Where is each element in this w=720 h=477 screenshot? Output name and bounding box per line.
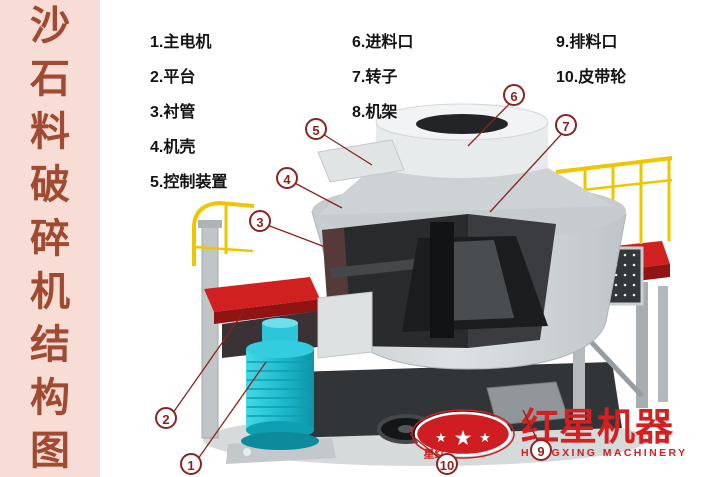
pump-housing xyxy=(317,291,373,359)
title-char: 机 xyxy=(30,267,70,315)
legend-item-4: 4.机壳 xyxy=(150,139,196,156)
title-char: 构 xyxy=(30,373,70,421)
left-railing xyxy=(192,200,255,266)
rotor xyxy=(402,222,548,338)
discharge-port xyxy=(486,381,569,426)
legend-item-2: 2.平台 xyxy=(150,69,196,86)
legend-column-1: 1.主电机 2.平台 3.衬管 4.机壳 5.控制装置 xyxy=(150,28,227,203)
logo-seal-text: 红星 xyxy=(422,448,445,460)
legend-column-3: 9.排料口 10.皮带轮 xyxy=(556,28,626,98)
logo-name-en: HONGXING MACHINERY xyxy=(521,447,688,459)
legend-item-1: 1.主电机 xyxy=(150,34,212,51)
brand-logo: ★ ★ ★ 红星 红星机器 HONGXING MACHINERY xyxy=(410,408,687,462)
vertical-title: 沙 石 料 破 碎 机 结 构 图 xyxy=(0,0,100,477)
legend-item-7: 7.转子 xyxy=(352,69,398,86)
star-icon: ★ xyxy=(479,430,491,445)
title-char: 料 xyxy=(30,108,70,156)
legend-item-3: 3.衬管 xyxy=(150,104,196,121)
title-char: 结 xyxy=(30,320,70,368)
legend-item-10: 10.皮带轮 xyxy=(556,69,627,86)
title-char: 石 xyxy=(30,55,70,103)
legend-item-9: 9.排料口 xyxy=(556,34,618,51)
title-char: 图 xyxy=(30,427,70,474)
star-icon: ★ xyxy=(454,427,473,450)
legend-item-6: 6.进料口 xyxy=(352,34,414,51)
legend-item-8: 8.机架 xyxy=(352,104,398,121)
logo-name-cn: 红星机器 xyxy=(521,404,674,449)
legend-column-2: 6.进料口 7.转子 8.机架 xyxy=(352,28,413,133)
title-char: 沙 xyxy=(30,2,70,49)
star-icon: ★ xyxy=(435,430,447,445)
title-char: 破 xyxy=(30,161,70,209)
title-char: 碎 xyxy=(30,214,70,262)
legend-item-5: 5.控制装置 xyxy=(150,174,228,191)
